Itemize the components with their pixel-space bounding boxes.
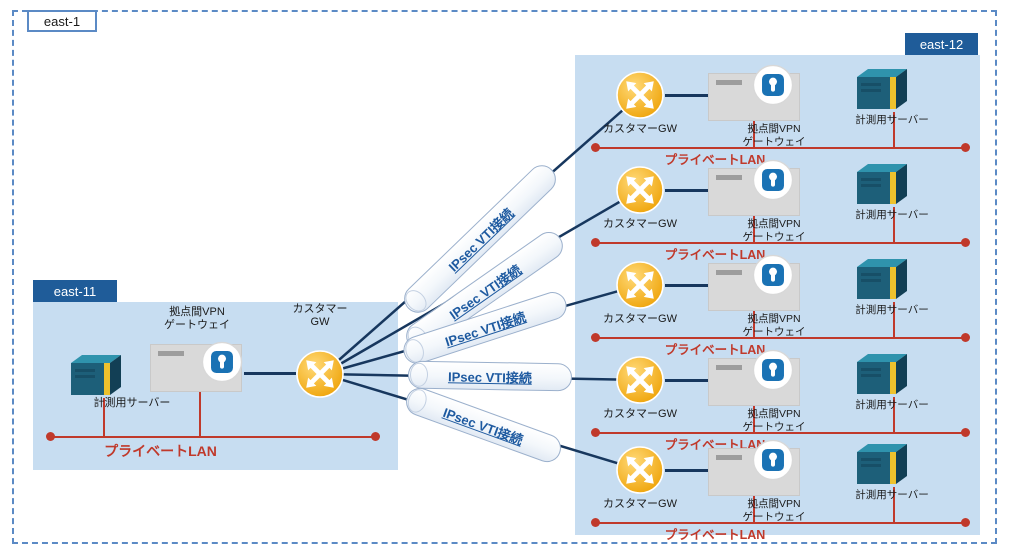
- server-label: 計測用サーバー: [855, 209, 929, 221]
- lan-endpoint-dot: [591, 428, 600, 437]
- region-east1-label: east-1: [27, 10, 97, 32]
- customer-gateway-icon: [615, 70, 665, 120]
- lan-line: [595, 522, 965, 524]
- connection-line: [665, 379, 709, 382]
- customer-gateway-icon: [615, 260, 665, 310]
- server-label: 計測用サーバー: [93, 397, 171, 409]
- private-lan-label: プライベートLAN: [664, 248, 766, 262]
- lan-endpoint-dot: [961, 238, 970, 247]
- lan-endpoint-dot: [961, 333, 970, 342]
- east1-label-text: east-1: [43, 13, 81, 29]
- east11-label-text: east-11: [53, 283, 97, 299]
- lan-vertical-line: [893, 487, 895, 523]
- lan-endpoint-dot: [961, 518, 970, 527]
- private-lan-label: プライベートLAN: [664, 153, 766, 167]
- server-label: 計測用サーバー: [855, 399, 929, 411]
- private-lan-label: プライベートLAN: [664, 343, 766, 357]
- lan-endpoint-dot: [46, 432, 55, 441]
- private-lan-label: プライベートLAN: [104, 443, 217, 459]
- customer-gateway-icon: [615, 445, 665, 495]
- vpn-gateway-label: 拠点間VPN ゲートウェイ: [742, 498, 806, 523]
- gateway-slot: [716, 80, 742, 85]
- connection-line: [665, 189, 709, 192]
- east12-branch-row: カスタマーGW 拠点間VPN ゲートウェイ 計測用サーバー プライベートLAN: [575, 425, 980, 543]
- lan-endpoint-dot: [591, 333, 600, 342]
- east12-branch-row: カスタマーGW 拠点間VPN ゲートウェイ 計測用サーバー プライベートLAN: [575, 145, 980, 263]
- customer-gw-label: カスタマーGW: [603, 218, 677, 230]
- region-east11-tab: east-11: [33, 280, 117, 302]
- lock-icon: [201, 341, 243, 383]
- customer-gw-label: カスタマーGW: [603, 408, 677, 420]
- vpn-gateway-label: 拠点間VPN ゲートウェイ: [742, 218, 806, 243]
- private-lan-label: プライベートLAN: [664, 528, 766, 542]
- lan-vertical-line: [893, 302, 895, 338]
- lock-icon: [752, 349, 794, 391]
- east12-label-text: east-12: [919, 36, 964, 52]
- gateway-slot: [158, 351, 184, 356]
- outer-boundary: [12, 10, 997, 544]
- connection-line: [665, 94, 709, 97]
- gateway-slot: [716, 175, 742, 180]
- customer-gw-label: カスタマー GW: [292, 303, 348, 329]
- server-icon: [853, 351, 909, 397]
- lan-line: [595, 337, 965, 339]
- lan-vertical-line: [199, 392, 201, 437]
- vpn-gateway-label: 拠点間VPN ゲートウェイ: [164, 306, 230, 332]
- server-icon: [67, 352, 123, 398]
- lock-icon: [752, 159, 794, 201]
- lan-line: [595, 432, 965, 434]
- server-icon: [853, 441, 909, 487]
- vpn-gateway-label: 拠点間VPN ゲートウェイ: [742, 313, 806, 338]
- server-label: 計測用サーバー: [855, 304, 929, 316]
- lan-line: [50, 436, 375, 438]
- lan-vertical-line: [753, 215, 755, 243]
- customer-gw-label: カスタマーGW: [603, 498, 677, 510]
- ipsec-tunnel-label: IPsec VTI接続: [447, 368, 533, 386]
- server-icon: [853, 161, 909, 207]
- lan-vertical-line: [893, 112, 895, 148]
- lan-endpoint-dot: [591, 518, 600, 527]
- gateway-slot: [716, 455, 742, 460]
- gateway-slot: [716, 365, 742, 370]
- lock-icon: [752, 254, 794, 296]
- lan-vertical-line: [893, 207, 895, 243]
- server-icon: [853, 66, 909, 112]
- lan-vertical-line: [753, 405, 755, 433]
- server-icon: [853, 256, 909, 302]
- customer-gw-label: カスタマーGW: [603, 123, 677, 135]
- customer-gateway-icon: [615, 355, 665, 405]
- lock-icon: [752, 64, 794, 106]
- connection-line: [244, 372, 296, 375]
- lan-line: [595, 147, 965, 149]
- lan-endpoint-dot: [591, 238, 600, 247]
- lan-vertical-line: [753, 120, 755, 148]
- lan-endpoint-dot: [961, 143, 970, 152]
- region-east12-tab: east-12: [905, 33, 978, 55]
- ipsec-tunnel: IPsec VTI接続: [407, 360, 573, 392]
- customer-gateway-icon: [615, 165, 665, 215]
- lan-endpoint-dot: [961, 428, 970, 437]
- customer-gw-label: カスタマーGW: [603, 313, 677, 325]
- connection-line: [665, 469, 709, 472]
- customer-gateway-icon: [295, 349, 345, 399]
- lan-line: [595, 242, 965, 244]
- lan-vertical-line: [103, 398, 105, 437]
- east12-branch-row: カスタマーGW 拠点間VPN ゲートウェイ 計測用サーバー プライベートLAN: [575, 50, 980, 168]
- east12-branch-row: カスタマーGW 拠点間VPN ゲートウェイ 計測用サーバー プライベートLAN: [575, 240, 980, 358]
- connection-line: [665, 284, 709, 287]
- lan-vertical-line: [893, 397, 895, 433]
- server-label: 計測用サーバー: [855, 114, 929, 126]
- lan-endpoint-dot: [591, 143, 600, 152]
- lan-vertical-line: [753, 495, 755, 523]
- lan-vertical-line: [753, 310, 755, 338]
- gateway-slot: [716, 270, 742, 275]
- lock-icon: [752, 439, 794, 481]
- lan-endpoint-dot: [371, 432, 380, 441]
- vpn-gateway-label: 拠点間VPN ゲートウェイ: [742, 408, 806, 433]
- vpn-gateway-label: 拠点間VPN ゲートウェイ: [742, 123, 806, 148]
- server-label: 計測用サーバー: [855, 489, 929, 501]
